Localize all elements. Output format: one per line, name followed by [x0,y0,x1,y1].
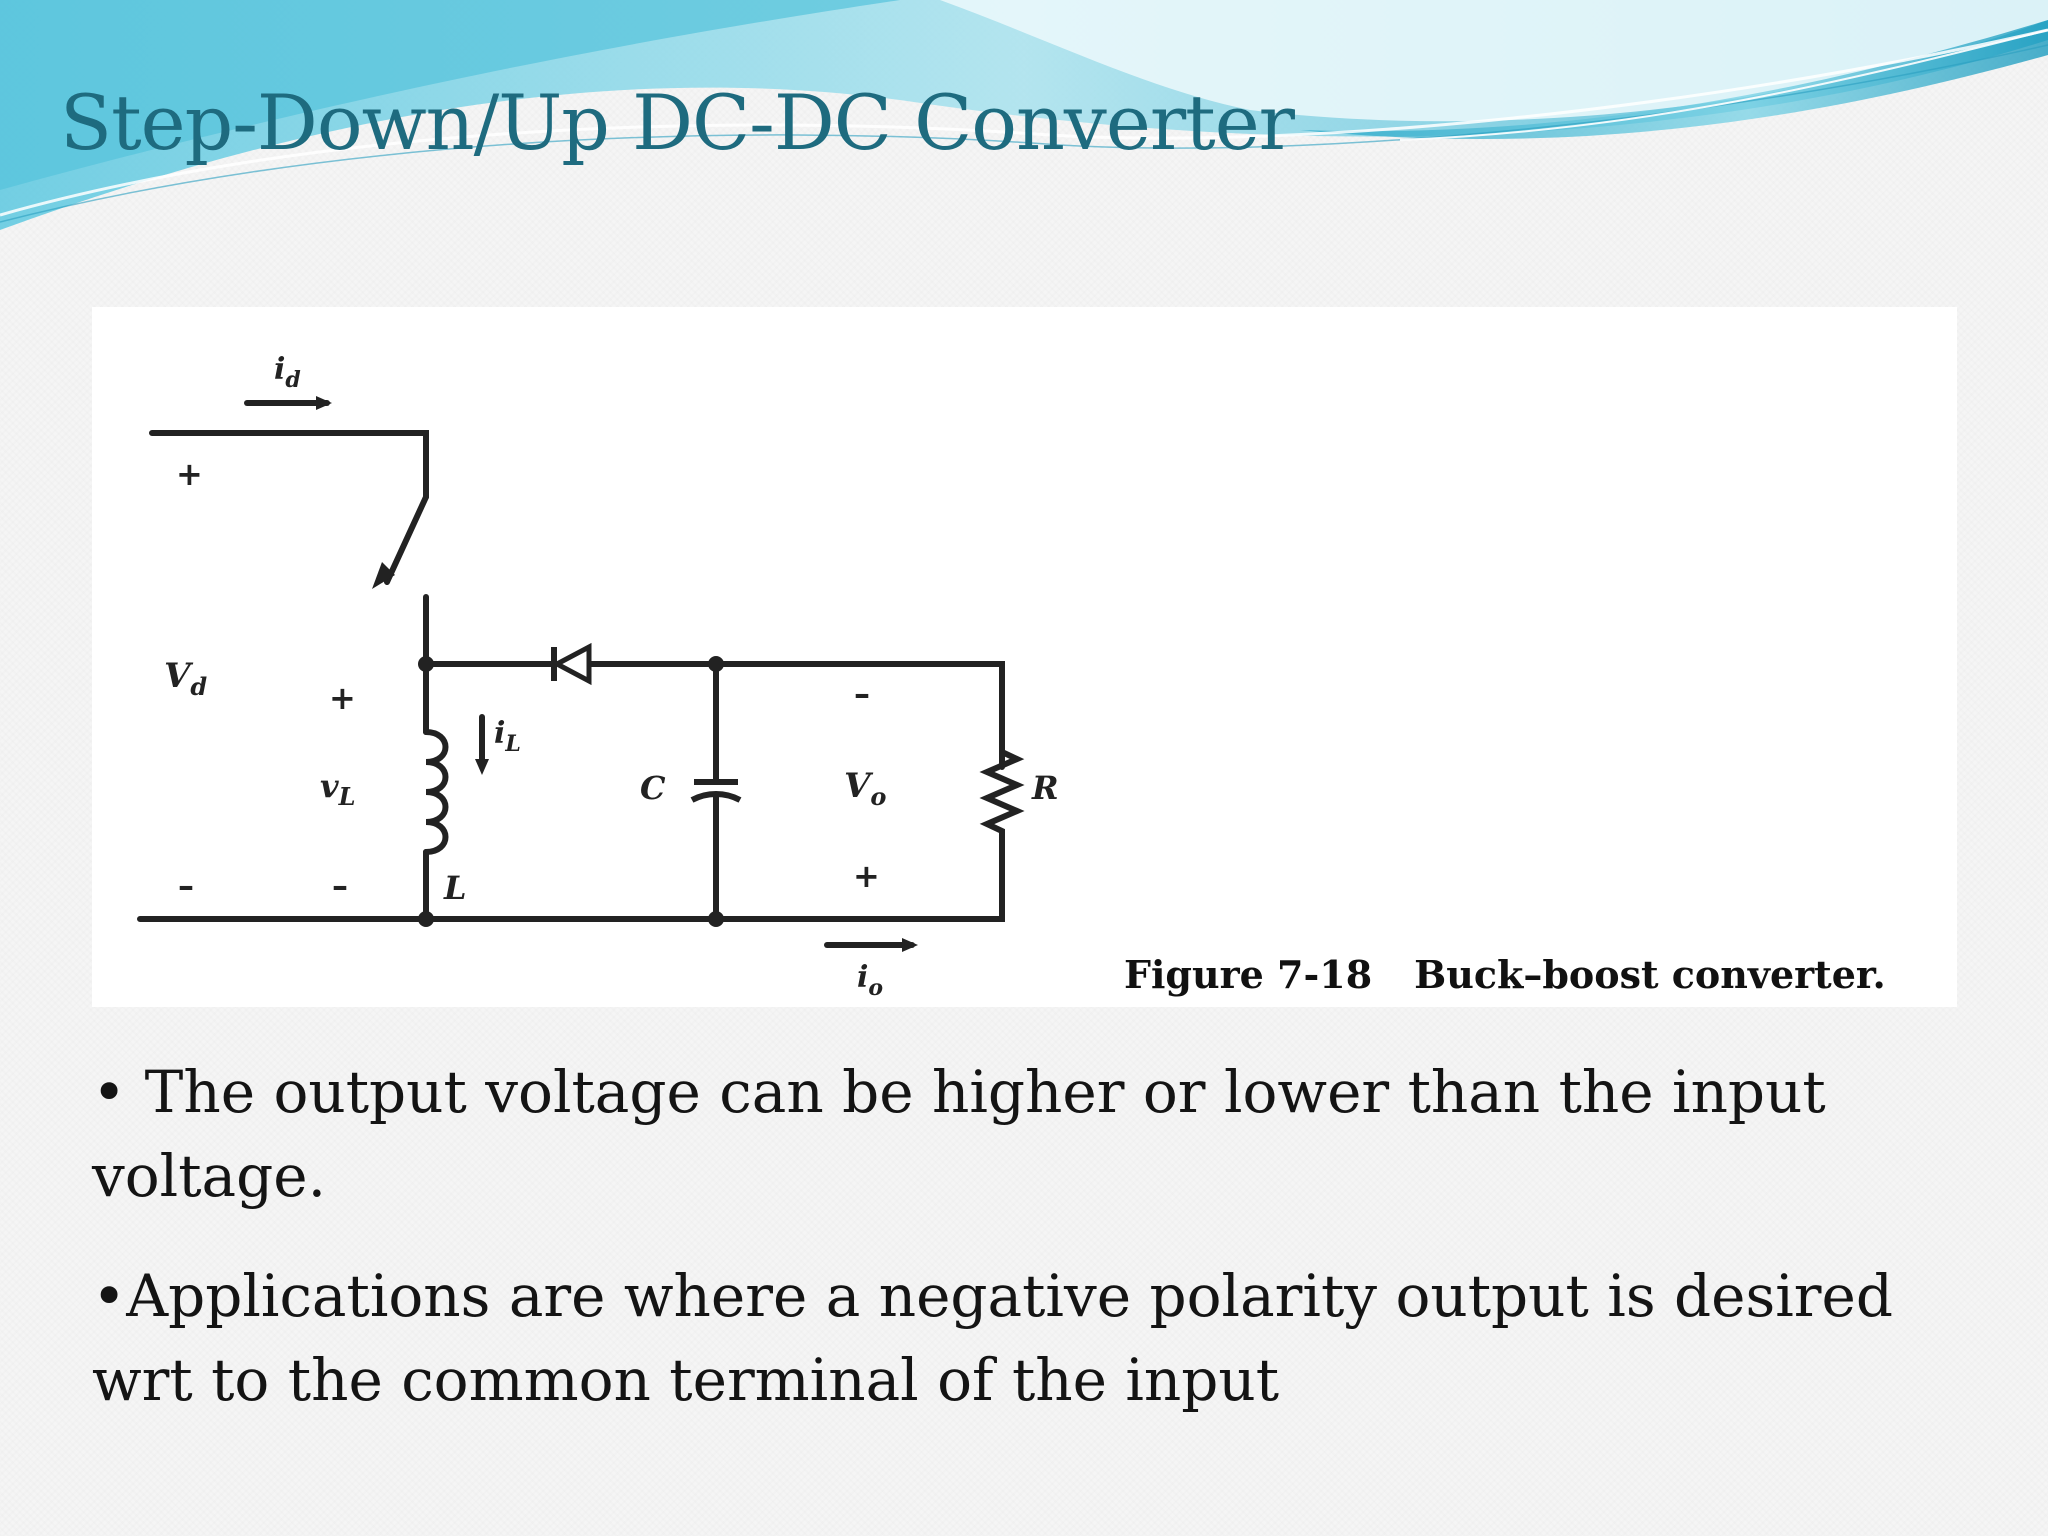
label-vo-minus: – [854,675,870,713]
bullet-item-applications: •Applications are where a negative polar… [92,1262,1893,1414]
node-bottom-left [418,911,434,927]
label-capacitor: C [640,769,666,807]
top-rail-right [587,661,1005,770]
bullet-list: • The output voltage can be higher or lo… [92,1050,1952,1458]
figure-caption: Figure 7-18 Buck–boost converter. [1124,952,1886,997]
figure-caption-number: Figure 7-18 [1124,952,1373,997]
label-vl: vL [320,767,355,811]
switch-blade [384,494,429,585]
diode-symbol [551,642,592,686]
label-resistor: R [1031,769,1059,807]
input-top-wire [149,430,429,500]
label-io: io [857,960,883,1001]
label-vl-plus: + [329,679,356,717]
io-arrowhead [902,938,918,952]
label-vd: Vd [164,656,207,701]
node-top-left [418,656,434,672]
circuit-figure: id + Vd – + vL – iL L C – Vo + R io Figu… [92,307,1957,1007]
il-arrowhead [475,759,489,775]
inductor-coil [423,729,449,855]
figure-caption-text: Buck–boost converter. [1414,952,1886,997]
resistor-zigzag [979,744,1025,870]
capacitor-plate-bottom [690,791,742,803]
label-vo: Vo [844,766,886,811]
label-vl-minus: – [332,867,348,905]
label-vo-plus: + [853,857,880,895]
label-id: id [274,352,301,393]
label-vd-minus: – [178,867,194,905]
buck-boost-circuit-diagram: id + Vd – + vL – iL L C – Vo + R io [137,352,1059,1001]
id-arrowhead [316,396,332,410]
slide-title: Step-Down/Up DC-DC Converter [60,78,1295,167]
node-top-cap [708,656,724,672]
label-il: iL [494,716,521,757]
switch-arrowhead [372,562,395,589]
node-bottom-cap [708,911,724,927]
label-vd-plus: + [176,455,203,493]
label-inductor: L [443,869,467,907]
bullet-item-output-voltage: • The output voltage can be higher or lo… [92,1058,1826,1210]
header-wave-decoration [0,0,2048,230]
